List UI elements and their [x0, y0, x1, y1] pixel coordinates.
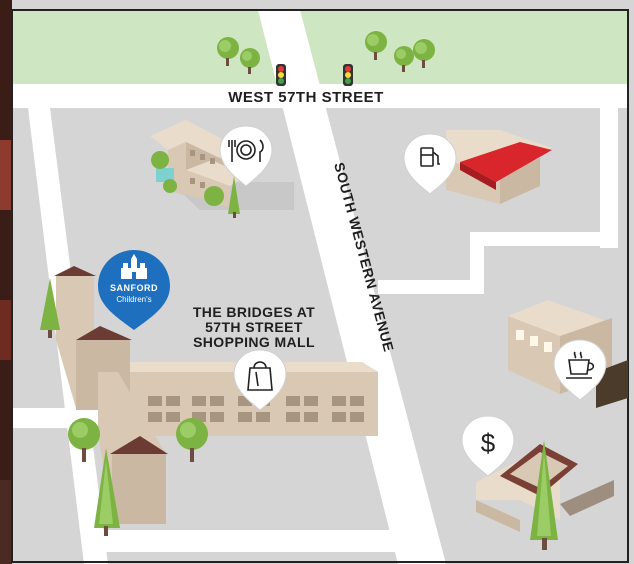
restaurant-trees — [151, 151, 240, 218]
bank-pin[interactable]: $ — [461, 415, 515, 477]
plate-fork-knife-icon — [228, 139, 264, 162]
dollar-icon: $ — [481, 428, 496, 458]
road-network — [12, 10, 628, 564]
sanford-sub-label: Children's — [116, 295, 151, 304]
mall-label-line3: SHOPPING MALL — [193, 334, 315, 350]
mall-trees — [40, 278, 208, 536]
mall-label-line2: 57TH STREET — [205, 319, 303, 335]
cafe-pin[interactable] — [553, 339, 607, 401]
fuel-pump-icon — [420, 147, 440, 167]
coffee-cup-icon — [566, 351, 595, 379]
sanford-childrens-pin[interactable]: SANFORD Children's — [98, 250, 170, 330]
traffic-light — [276, 64, 286, 86]
bank-tree — [530, 440, 558, 550]
gas-station-building — [446, 130, 552, 204]
mall-label-line1: THE BRIDGES AT — [193, 304, 315, 320]
sanford-brand-label: SANFORD — [110, 283, 158, 293]
traffic-light — [343, 64, 353, 86]
left-photo-edge — [0, 0, 12, 564]
shopping-pin[interactable] — [233, 349, 287, 411]
park-trees — [217, 31, 435, 74]
map-border — [11, 9, 629, 563]
gas-station-pin[interactable] — [403, 133, 457, 195]
park-area — [12, 10, 628, 84]
castle-icon — [121, 254, 147, 279]
shopping-bag-icon — [247, 361, 273, 391]
restaurant-pin[interactable] — [219, 72, 273, 187]
west-57th-street-label: WEST 57TH STREET — [228, 89, 384, 106]
